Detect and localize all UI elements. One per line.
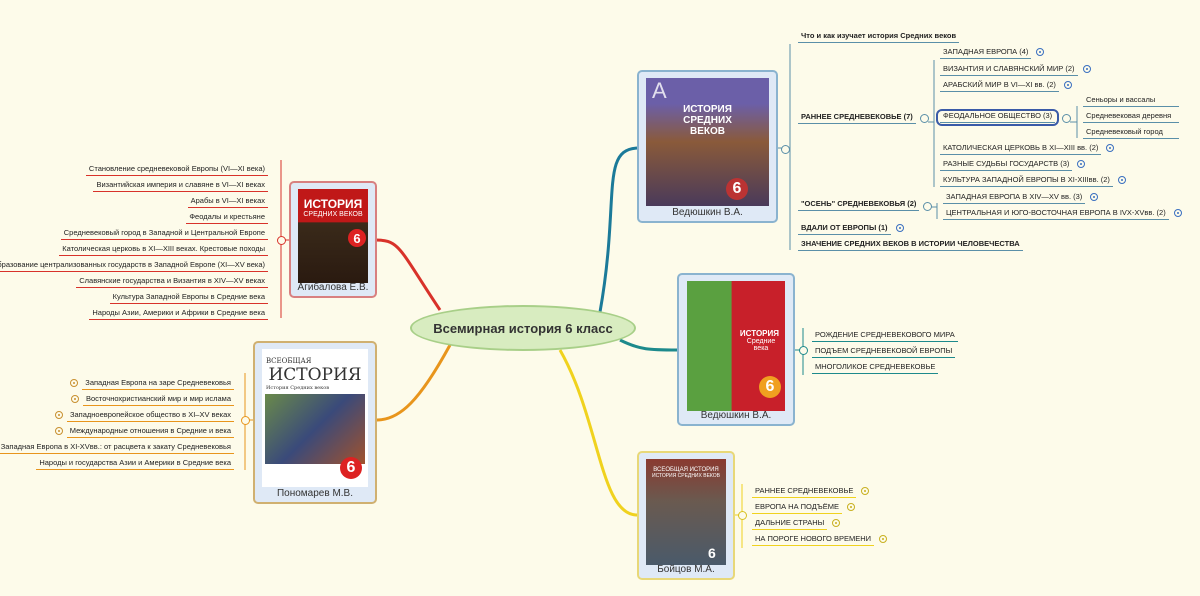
subtopic[interactable]: АРАБСКИЙ МИР В VI—XI вв. (2) [940, 80, 1059, 92]
expand-icon[interactable] [896, 224, 904, 232]
cover-subtitle: ИСТОРИЯ СРЕДНИХ ВЕКОВ [651, 473, 721, 479]
expand-icon[interactable] [879, 535, 887, 543]
cover-title: ИСТОРИЯ [739, 329, 779, 338]
book-cover-image: ИСТОРИЯ Средние века 6 [687, 281, 785, 411]
subtopic-leaf[interactable]: Средневековая деревня [1083, 111, 1179, 123]
book-node-agibalova[interactable]: ИСТОРИЯ СРЕДНИХ ВЕКОВ 6 Агибалова Е.В. [289, 181, 377, 298]
agibalova-topic[interactable]: Арабы в VI—XI веках [187, 196, 268, 208]
subtopic[interactable]: РАЗНЫЕ СУДЬБЫ ГОСУДАРСТВ (3) [940, 159, 1073, 171]
subtopic-leaf[interactable]: Сеньоры и вассалы [1083, 95, 1179, 107]
expand-icon[interactable] [847, 503, 855, 511]
expand-icon[interactable] [832, 519, 840, 527]
expand-icon[interactable] [1036, 48, 1044, 56]
boytsov-topic[interactable]: ДАЛЬНИЕ СТРАНЫ [752, 518, 828, 530]
collapse-icon[interactable] [781, 145, 790, 154]
ponomarev-topic[interactable]: Западноевропейское общество в XI–XV века… [66, 410, 234, 422]
book-cover-image: А ИСТОРИЯ СРЕДНИХ ВЕКОВ 6 [646, 78, 769, 206]
cover-pre: ВСЕОБЩАЯ [266, 357, 312, 365]
main-topic[interactable]: РАННЕЕ СРЕДНЕВЕКОВЬЕ (7) [798, 112, 916, 124]
expand-icon[interactable] [1106, 144, 1114, 152]
cover-title: ИСТОРИЯ СРЕДНИХ ВЕКОВ [683, 104, 732, 137]
subtopic[interactable]: КАТОЛИЧЕСКАЯ ЦЕРКОВЬ В XI—XIII вв. (2) [940, 143, 1102, 155]
collapse-icon[interactable] [1062, 114, 1071, 123]
agibalova-topic[interactable]: Феодалы и крестьяне [186, 212, 268, 224]
expand-icon[interactable] [55, 411, 63, 419]
book-node-vedyushkin-2[interactable]: ИСТОРИЯ Средние века 6 Ведюшкин В.А. [677, 273, 795, 426]
boytsov-topic[interactable]: ЕВРОПА НА ПОДЪЁМЕ [752, 502, 842, 514]
subtopic[interactable]: ВИЗАНТИЯ И СЛАВЯНСКИЙ МИР (2) [940, 64, 1078, 76]
book-label: Агибалова Е.В. [297, 282, 369, 293]
agibalova-topic[interactable]: Византийская империя и славяне в VI—XI в… [93, 180, 268, 192]
expand-icon[interactable] [70, 379, 78, 387]
main-topic[interactable]: "ОСЕНЬ" СРЕДНЕВЕКОВЬЯ (2) [798, 199, 920, 211]
ponomarev-topic[interactable]: Народы и государства Азии и Америки в Ср… [36, 458, 234, 470]
ponomarev-topic[interactable]: Восточнохристианский мир и мир ислама [83, 394, 234, 406]
subtopic[interactable]: ЗАПАДНАЯ ЕВРОПА В XIV—XV вв. (3) [943, 192, 1086, 204]
cover-title: ВСЕОБЩАЯ ИСТОРИЯ [653, 467, 719, 473]
boytsov-topic[interactable]: НА ПОРОГЕ НОВОГО ВРЕМЕНИ [752, 534, 875, 546]
vedyushkin2-topic[interactable]: РОЖДЕНИЕ СРЕДНЕВЕКОВОГО МИРА [812, 330, 958, 342]
grade-badge: 6 [348, 229, 366, 247]
grade-badge: 6 [708, 545, 716, 561]
agibalova-topic[interactable]: Средневековый город в Западной и Централ… [60, 228, 268, 240]
agibalova-topic[interactable]: Славянские государства и Византия в XIV—… [76, 276, 268, 288]
book-node-vedyushkin-1[interactable]: А ИСТОРИЯ СРЕДНИХ ВЕКОВ 6 Ведюшкин В.А. [637, 70, 778, 223]
book-cover-image: ВСЕОБЩАЯ ИСТОРИЯ История Средних веков 6 [262, 349, 368, 487]
vedyushkin2-topic[interactable]: МНОГОЛИКОЕ СРЕДНЕВЕКОВЬЕ [812, 362, 939, 374]
agibalova-topic[interactable]: Народы Азии, Америки и Африки в Средние … [89, 308, 268, 320]
book-cover-image: ИСТОРИЯ СРЕДНИХ ВЕКОВ 6 [298, 189, 368, 283]
expand-icon[interactable] [861, 487, 869, 495]
cover-subtitle: История Средних веков [266, 385, 330, 391]
subtopic-leaf[interactable]: Средневековый город [1083, 127, 1179, 139]
subtopic[interactable]: ЦЕНТРАЛЬНАЯ И ЮГО-ВОСТОЧНАЯ ЕВРОПА В IVX… [943, 208, 1169, 220]
ponomarev-topic[interactable]: Западная Европа на заре Средневековья [82, 378, 234, 390]
ponomarev-topic[interactable]: Западная Европа в XI-XVвв.: от расцвета … [0, 442, 234, 454]
book-label: Бойцов М.А. [657, 564, 715, 575]
grade-badge: 6 [340, 457, 362, 479]
cover-letter: А [652, 78, 667, 103]
cover-illustration [265, 394, 365, 464]
cover-title: ИСТОРИЯ [303, 197, 363, 211]
expand-icon[interactable] [1174, 209, 1182, 217]
book-cover-image: ВСЕОБЩАЯ ИСТОРИЯ ИСТОРИЯ СРЕДНИХ ВЕКОВ 6 [646, 459, 726, 565]
expand-icon[interactable] [71, 395, 79, 403]
central-topic[interactable]: Всемирная история 6 класс [410, 305, 636, 351]
main-topic[interactable]: ВДАЛИ ОТ ЕВРОПЫ (1) [798, 223, 891, 235]
book-label: Ведюшкин В.А. [700, 410, 772, 421]
expand-icon[interactable] [55, 427, 63, 435]
book-node-ponomarev[interactable]: ВСЕОБЩАЯ ИСТОРИЯ История Средних веков 6… [253, 341, 377, 504]
agibalova-topic[interactable]: Образование централизованных государств … [0, 260, 268, 272]
expand-icon[interactable] [1064, 81, 1072, 89]
main-topic[interactable]: Что и как изучает история Средних веков [798, 31, 960, 43]
main-topic[interactable]: ЗНАЧЕНИЕ СРЕДНИХ ВЕКОВ В ИСТОРИИ ЧЕЛОВЕЧ… [798, 239, 1023, 251]
grade-badge: 6 [759, 376, 781, 398]
expand-icon[interactable] [1083, 65, 1091, 73]
ponomarev-topic[interactable]: Международные отношения в Средние и века [66, 426, 234, 438]
collapse-icon[interactable] [277, 236, 286, 245]
boytsov-topic[interactable]: РАННЕЕ СРЕДНЕВЕКОВЬЕ [752, 486, 857, 498]
book-label: Пономарев М.В. [276, 488, 354, 499]
selected-topic-highlight [936, 109, 1059, 126]
book-node-boytsov[interactable]: ВСЕОБЩАЯ ИСТОРИЯ ИСТОРИЯ СРЕДНИХ ВЕКОВ 6… [637, 451, 735, 580]
agibalova-topic[interactable]: Католическая церковь в XI—XIII веках. Кр… [59, 244, 268, 256]
cover-title: ИСТОРИЯ [268, 365, 362, 385]
expand-icon[interactable] [1077, 160, 1085, 168]
subtopic[interactable]: ЗАПАДНАЯ ЕВРОПА (4) [940, 47, 1032, 59]
expand-icon[interactable] [1090, 193, 1098, 201]
cover-subtitle: Средние века [746, 338, 776, 352]
grade-badge: 6 [726, 178, 748, 200]
collapse-icon[interactable] [920, 114, 929, 123]
vedyushkin2-topic[interactable]: ПОДЪЕМ СРЕДНЕВЕКОВОЙ ЕВРОПЫ [812, 346, 956, 358]
expand-icon[interactable] [1118, 176, 1126, 184]
cover-subtitle: СРЕДНИХ ВЕКОВ [303, 211, 363, 218]
subtopic[interactable]: КУЛЬТУРА ЗАПАДНОЙ ЕВРОПЫ В XI-XIIIвв. (2… [940, 175, 1113, 187]
collapse-icon[interactable] [923, 202, 932, 211]
subtopic[interactable]: ФЕОДАЛЬНОЕ ОБЩЕСТВО (3) [940, 111, 1056, 123]
collapse-icon[interactable] [799, 346, 808, 355]
collapse-icon[interactable] [241, 416, 250, 425]
agibalova-topic[interactable]: Становление средневековой Европы (VI—XI … [85, 164, 268, 176]
collapse-icon[interactable] [738, 511, 747, 520]
book-label: Ведюшкин В.А. [672, 207, 743, 218]
agibalova-topic[interactable]: Культура Западной Европы в Средние века [109, 292, 268, 304]
